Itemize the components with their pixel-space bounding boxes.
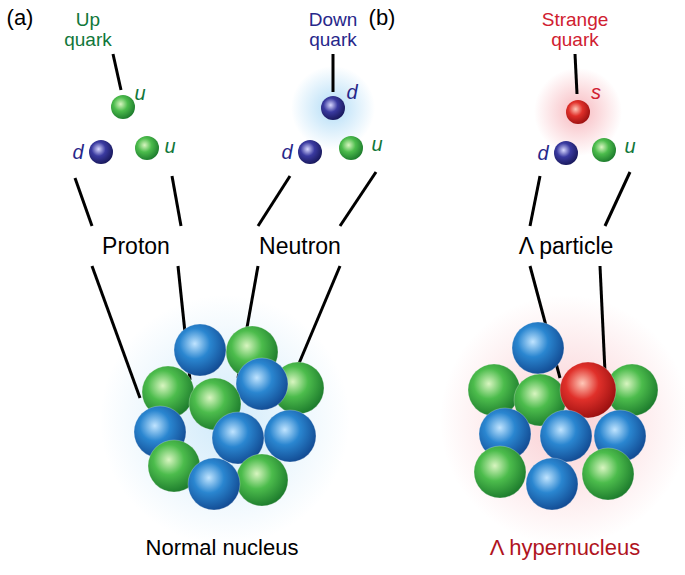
panel-letter: (b)	[369, 7, 396, 29]
particle-name: Neutron	[259, 235, 341, 258]
quark-name: Strange quark	[530, 10, 620, 50]
quark-symbol: u	[371, 134, 382, 154]
quark-symbol: u	[624, 136, 635, 156]
quark-name: Down quark	[298, 10, 368, 50]
leader-lines	[75, 54, 630, 398]
quark-name: Up quark	[53, 10, 123, 50]
panel-letter: (a)	[7, 7, 34, 29]
nucleus-glow	[440, 295, 685, 545]
quark-symbol: u	[164, 136, 175, 156]
quark-symbol: d	[346, 82, 357, 102]
quark-symbol: d	[281, 142, 292, 162]
quark-symbol: d	[537, 143, 548, 163]
normal-nucleus	[134, 324, 324, 510]
quark-symbol: d	[72, 142, 83, 162]
quark-symbol: s	[591, 82, 601, 102]
nucleus-name: Λ hypernucleus	[490, 537, 640, 559]
particle-name: Λ particle	[519, 235, 614, 258]
hypernucleus	[468, 322, 658, 510]
nucleus-name: Normal nucleus	[146, 537, 299, 559]
particle-name: Proton	[102, 235, 170, 258]
quark-balls	[89, 95, 616, 165]
quark-symbol: u	[134, 83, 145, 103]
